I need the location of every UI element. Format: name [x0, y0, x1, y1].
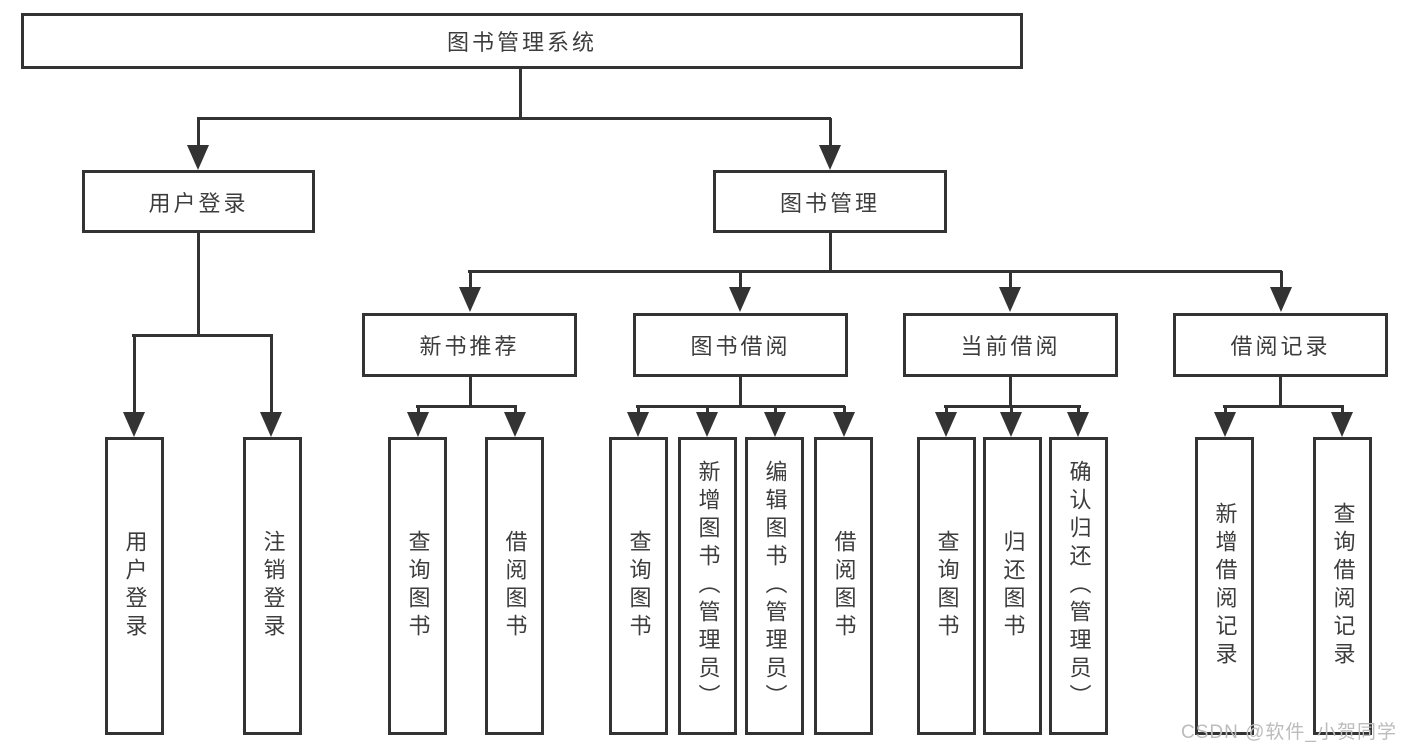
connector-mgmt-drop-4 [1280, 271, 1283, 289]
connector-login-drop-right [270, 335, 273, 414]
connector-login-bar [132, 334, 273, 337]
leaf-confirm-return-admin-label: 确认归还（管理员） [1066, 460, 1092, 712]
leaf-recommend-query-books: 查询图书 [388, 437, 447, 735]
arrow-down-icon [935, 412, 957, 437]
leaf-logout: 注销登录 [243, 437, 302, 735]
connector-root-drop-left [197, 118, 200, 147]
node-current-borrow: 当前借阅 [903, 313, 1118, 377]
leaf-return-books-label: 归还图书 [1000, 530, 1026, 642]
arrow-down-icon [764, 412, 786, 437]
arrow-down-icon [123, 412, 145, 437]
node-root: 图书管理系统 [21, 13, 1023, 69]
arrow-down-icon [1214, 412, 1236, 437]
connector-mgmt-drop-2 [739, 271, 742, 289]
connector-recommend-drop-1 [417, 406, 420, 415]
leaf-recommend-borrow-books: 借阅图书 [485, 437, 544, 735]
node-book-borrow-label: 图书借阅 [690, 334, 791, 359]
connector-current-drop-1 [945, 406, 948, 415]
leaf-recommend-borrow-books-label: 借阅图书 [502, 530, 528, 642]
leaf-user-login: 用户登录 [105, 437, 164, 735]
node-new-book-recommend-label: 新书推荐 [419, 334, 520, 359]
arrow-down-icon [260, 412, 282, 437]
arrow-down-icon [459, 287, 481, 312]
leaf-confirm-return-admin: 确认归还（管理员） [1049, 437, 1108, 735]
arrow-down-icon [1000, 412, 1022, 437]
leaf-borrow-books: 借阅图书 [814, 437, 873, 735]
node-root-label: 图书管理系统 [446, 30, 597, 55]
connector-root-drop-right [829, 118, 832, 147]
connector-records-drop-1 [1224, 406, 1227, 415]
watermark: CSDN @软件_小贺同学 [1181, 722, 1397, 743]
connector-borrow-drop-1 [637, 406, 640, 415]
leaf-borrow-books-label: 借阅图书 [831, 530, 857, 642]
leaf-current-query-books: 查询图书 [917, 437, 976, 735]
connector-borrow-drop-3 [774, 406, 777, 415]
connector-recommend-bar [416, 405, 517, 408]
node-user-login: 用户登录 [82, 170, 315, 233]
node-borrow-records-label: 借阅记录 [1230, 334, 1331, 359]
node-user-login-label: 用户登录 [148, 190, 249, 216]
node-book-borrow: 图书借阅 [633, 313, 848, 377]
connector-recommend-drop-2 [514, 406, 517, 415]
connector-records-drop-2 [1341, 406, 1344, 415]
arrow-down-icon [1331, 412, 1353, 437]
connector-borrow-drop-2 [706, 406, 709, 415]
connector-mgmt-bar [468, 270, 1282, 273]
connector-root-stem [519, 69, 522, 119]
connector-records-stem [1279, 377, 1282, 408]
connector-root-bar [197, 117, 831, 120]
leaf-add-borrow-record-label: 新增借阅记录 [1212, 502, 1238, 670]
leaf-current-query-books-label: 查询图书 [934, 530, 960, 642]
connector-mgmt-drop-1 [469, 271, 472, 289]
connector-login-stem [197, 233, 200, 336]
leaf-query-borrow-record: 查询借阅记录 [1313, 437, 1372, 735]
leaf-return-books: 归还图书 [983, 437, 1042, 735]
arrow-down-icon [729, 287, 751, 312]
arrow-down-icon [407, 412, 429, 437]
arrow-down-icon [999, 287, 1021, 312]
leaf-add-books-admin-label: 新增图书（管理员） [695, 460, 721, 712]
arrow-down-icon [819, 145, 841, 170]
arrow-down-icon [696, 412, 718, 437]
connector-current-stem [1009, 377, 1012, 408]
node-new-book-recommend: 新书推荐 [362, 313, 577, 377]
node-current-borrow-label: 当前借阅 [960, 334, 1061, 359]
leaf-add-books-admin: 新增图书（管理员） [678, 437, 737, 735]
connector-recommend-stem [469, 377, 472, 408]
leaf-borrow-query-books: 查询图书 [609, 437, 668, 735]
node-book-management: 图书管理 [713, 170, 947, 233]
leaf-user-login-label: 用户登录 [122, 530, 148, 642]
connector-mgmt-drop-3 [1009, 271, 1012, 289]
node-borrow-records: 借阅记录 [1173, 313, 1388, 377]
leaf-query-borrow-record-label: 查询借阅记录 [1330, 502, 1356, 670]
arrow-down-icon [627, 412, 649, 437]
connector-current-drop-2 [1010, 406, 1013, 415]
leaf-edit-books-admin: 编辑图书（管理员） [745, 437, 804, 735]
connector-borrow-bar [636, 405, 845, 408]
connector-borrow-drop-4 [843, 406, 846, 415]
connector-current-drop-3 [1077, 406, 1080, 415]
connector-mgmt-stem [829, 233, 832, 272]
arrow-down-icon [504, 412, 526, 437]
leaf-recommend-query-books-label: 查询图书 [405, 530, 431, 642]
connector-login-drop-left [133, 335, 136, 414]
arrow-down-icon [1067, 412, 1089, 437]
leaf-logout-label: 注销登录 [260, 530, 286, 642]
leaf-add-borrow-record: 新增借阅记录 [1195, 437, 1254, 735]
arrow-down-icon [1270, 287, 1292, 312]
arrow-down-icon [187, 145, 209, 170]
connector-borrow-stem [739, 377, 742, 408]
leaf-edit-books-admin-label: 编辑图书（管理员） [762, 460, 788, 712]
connector-records-bar [1223, 405, 1344, 408]
arrow-down-icon [833, 412, 855, 437]
leaf-borrow-query-books-label: 查询图书 [626, 530, 652, 642]
node-book-management-label: 图书管理 [779, 190, 880, 216]
